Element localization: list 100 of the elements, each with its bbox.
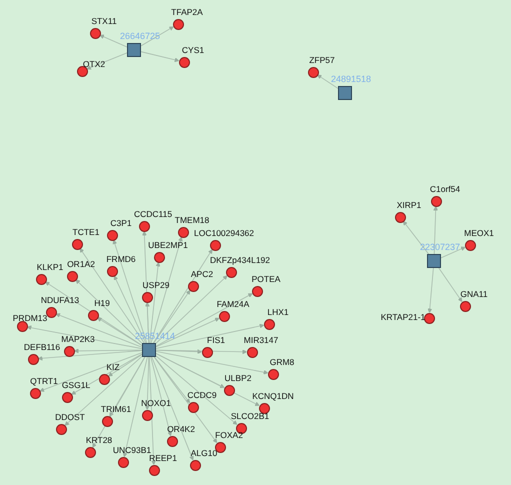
arrow xyxy=(145,302,150,344)
arrow xyxy=(40,352,142,392)
gene-label: CYS1 xyxy=(182,45,204,55)
gene-label: C3P1 xyxy=(110,218,132,228)
arrow xyxy=(156,318,220,348)
gene-label: FOXA2 xyxy=(215,430,243,440)
gene-label: GSG1L xyxy=(62,380,90,390)
arrow xyxy=(156,275,228,344)
arrow xyxy=(92,356,146,448)
gene-label: TRIM61 xyxy=(100,404,132,414)
gene-label: OR4K2 xyxy=(167,424,195,434)
hub-label: 24891518 xyxy=(330,74,372,84)
gene-label: NDUFA13 xyxy=(40,295,80,305)
gene-label: APC2 xyxy=(190,269,214,279)
gene-label: STX11 xyxy=(91,16,117,26)
arrow xyxy=(153,249,212,344)
hub-label: 25851414 xyxy=(134,331,176,341)
arrow xyxy=(150,236,183,344)
arrow xyxy=(149,262,160,344)
gene-label: FIS1 xyxy=(207,335,225,345)
gene-label: KRT28 xyxy=(86,435,112,445)
arrow xyxy=(156,349,247,354)
arrow xyxy=(56,313,142,348)
gene-label: XIRP1 xyxy=(396,200,422,210)
hub-label: 26646725 xyxy=(120,31,160,41)
arrow xyxy=(122,356,148,458)
arrow xyxy=(45,282,142,346)
gene-label: GRM8 xyxy=(270,357,294,367)
arrow xyxy=(114,276,146,344)
gene-label: FRMD6 xyxy=(106,254,136,264)
gene-label: OR1A2 xyxy=(67,259,95,269)
gene-label: KLKP1 xyxy=(36,262,64,272)
arrow xyxy=(153,290,190,344)
arrow xyxy=(428,268,434,314)
arrow xyxy=(108,354,142,376)
arrow xyxy=(142,231,150,344)
arrow xyxy=(80,248,145,344)
gene-label: OTX2 xyxy=(82,59,106,69)
gene-label: TMEM18 xyxy=(174,215,210,225)
gene-label: DDOST xyxy=(55,412,85,422)
arrow xyxy=(97,318,142,346)
gene-label: KIZ xyxy=(106,362,120,372)
arrow xyxy=(151,356,194,460)
arrow xyxy=(86,52,128,70)
gene-label: C1orf54 xyxy=(430,184,460,194)
arrow xyxy=(402,220,429,254)
arrow xyxy=(317,74,338,89)
gene-label: CCDC115 xyxy=(134,209,172,219)
gene-label: PRDM13 xyxy=(12,313,48,323)
gene-label: REEP1 xyxy=(149,453,177,463)
gene-label: MIR3147 xyxy=(244,335,278,345)
gene-label: MAP2K3 xyxy=(61,334,95,344)
gene-label: TFAP2A xyxy=(171,7,203,17)
gene-label: DEFB116 xyxy=(24,342,60,352)
arrow xyxy=(154,356,218,444)
gene-label: NOXO1 xyxy=(141,398,171,408)
arrow xyxy=(148,356,156,465)
gene-label: KCNQ1DN xyxy=(252,391,294,401)
gene-label: KRTAP21-1 xyxy=(380,312,426,322)
arrow xyxy=(71,354,142,395)
gene-label: FAM24A xyxy=(216,299,250,309)
gene-label: UBE2MP1 xyxy=(148,240,188,250)
gene-label: TCTE1 xyxy=(72,227,100,237)
arrow xyxy=(156,324,264,349)
gene-label: UNC93B1 xyxy=(112,445,152,455)
gene-label: CCDC9 xyxy=(187,390,217,400)
arrow xyxy=(144,356,150,410)
arrow xyxy=(156,293,253,347)
arrow xyxy=(154,356,190,404)
gene-label: LHX1 xyxy=(267,307,289,317)
gene-label: POTEA xyxy=(252,274,280,284)
arrow xyxy=(76,279,142,344)
hub-label: 22307237 xyxy=(420,242,460,252)
gene-label: ULBP2 xyxy=(224,373,252,383)
arrow xyxy=(156,350,268,375)
gene-label: ALG10 xyxy=(190,448,218,458)
gene-label: SLCO2B1 xyxy=(230,411,270,421)
arrow xyxy=(74,348,142,354)
arrow xyxy=(26,325,142,350)
gene-label: GNA11 xyxy=(460,289,488,299)
arrow xyxy=(38,350,142,361)
arrow xyxy=(64,356,142,426)
arrow xyxy=(433,206,438,254)
arrow xyxy=(140,51,180,62)
gene-label: USP29 xyxy=(142,280,170,290)
arrow xyxy=(140,26,174,46)
arrow xyxy=(156,353,260,406)
gene-label: QTRT1 xyxy=(30,376,58,386)
gene-label: MEOX1 xyxy=(464,228,494,238)
arrow xyxy=(440,246,466,258)
arrow xyxy=(150,356,172,436)
arrow xyxy=(156,356,238,425)
arrow xyxy=(112,240,148,344)
arrow xyxy=(438,268,462,302)
arrow xyxy=(100,34,128,48)
gene-label: DKFZp434L192 xyxy=(210,255,270,265)
arrow xyxy=(109,356,146,417)
gene-label: ZFP57 xyxy=(309,55,335,65)
gene-label: LOC100294362 xyxy=(194,228,254,238)
gene-label: H19 xyxy=(94,298,110,308)
